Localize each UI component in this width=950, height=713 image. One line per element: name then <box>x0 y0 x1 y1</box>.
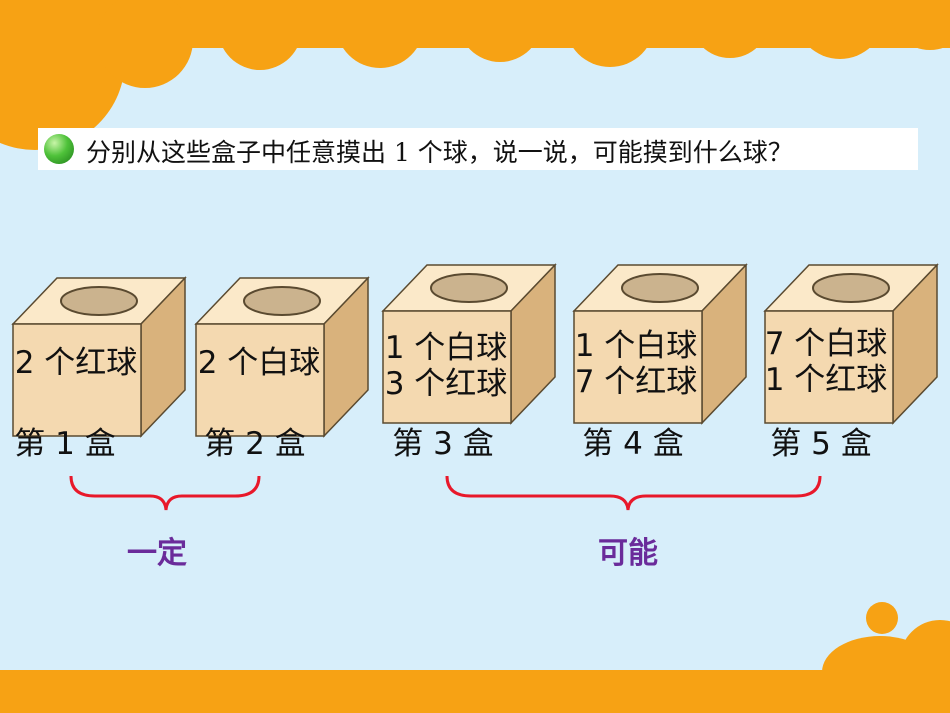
box-1 <box>11 276 187 438</box>
box-4 <box>572 263 748 425</box>
box-hole <box>621 273 699 303</box>
box-hole <box>243 286 321 316</box>
box-front-face <box>573 310 703 424</box>
box-1-content: 2 个红球 <box>14 345 138 381</box>
box-4-content: 1 个白球 7 个红球 <box>574 328 698 400</box>
box-front-face <box>764 310 894 424</box>
box-3-label: 第 3 盒 <box>392 426 494 462</box>
box-hole <box>60 286 138 316</box>
box-2-content: 2 个白球 <box>197 345 321 381</box>
bottom-bar <box>0 670 950 713</box>
question-text: 分别从这些盒子中任意摸出 1 个球，说一说，可能摸到什么球？ <box>86 138 793 167</box>
group-possible-label: 可能 <box>598 536 658 571</box>
bracket-certain <box>69 475 261 511</box>
box-front-face <box>12 323 142 437</box>
box-front-face <box>382 310 512 424</box>
group-certain-label: 一定 <box>127 536 187 571</box>
box-5 <box>763 263 939 425</box>
box-2 <box>194 276 370 438</box>
box-3-content: 1 个白球 3 个红球 <box>384 330 508 402</box>
box-5-content: 7 个白球 1 个红球 <box>764 326 888 398</box>
box-front-face <box>195 323 325 437</box>
box-hole <box>430 273 508 303</box>
box-2-label: 第 2 盒 <box>204 426 306 462</box>
green-bullet-icon <box>44 134 74 164</box>
question-bar <box>38 128 918 170</box>
bracket-possible <box>445 475 822 511</box>
box-3 <box>381 263 557 425</box>
box-4-label: 第 4 盒 <box>582 426 684 462</box>
box-5-label: 第 5 盒 <box>770 426 872 462</box>
box-1-label: 第 1 盒 <box>14 426 116 462</box>
box-hole <box>812 273 890 303</box>
